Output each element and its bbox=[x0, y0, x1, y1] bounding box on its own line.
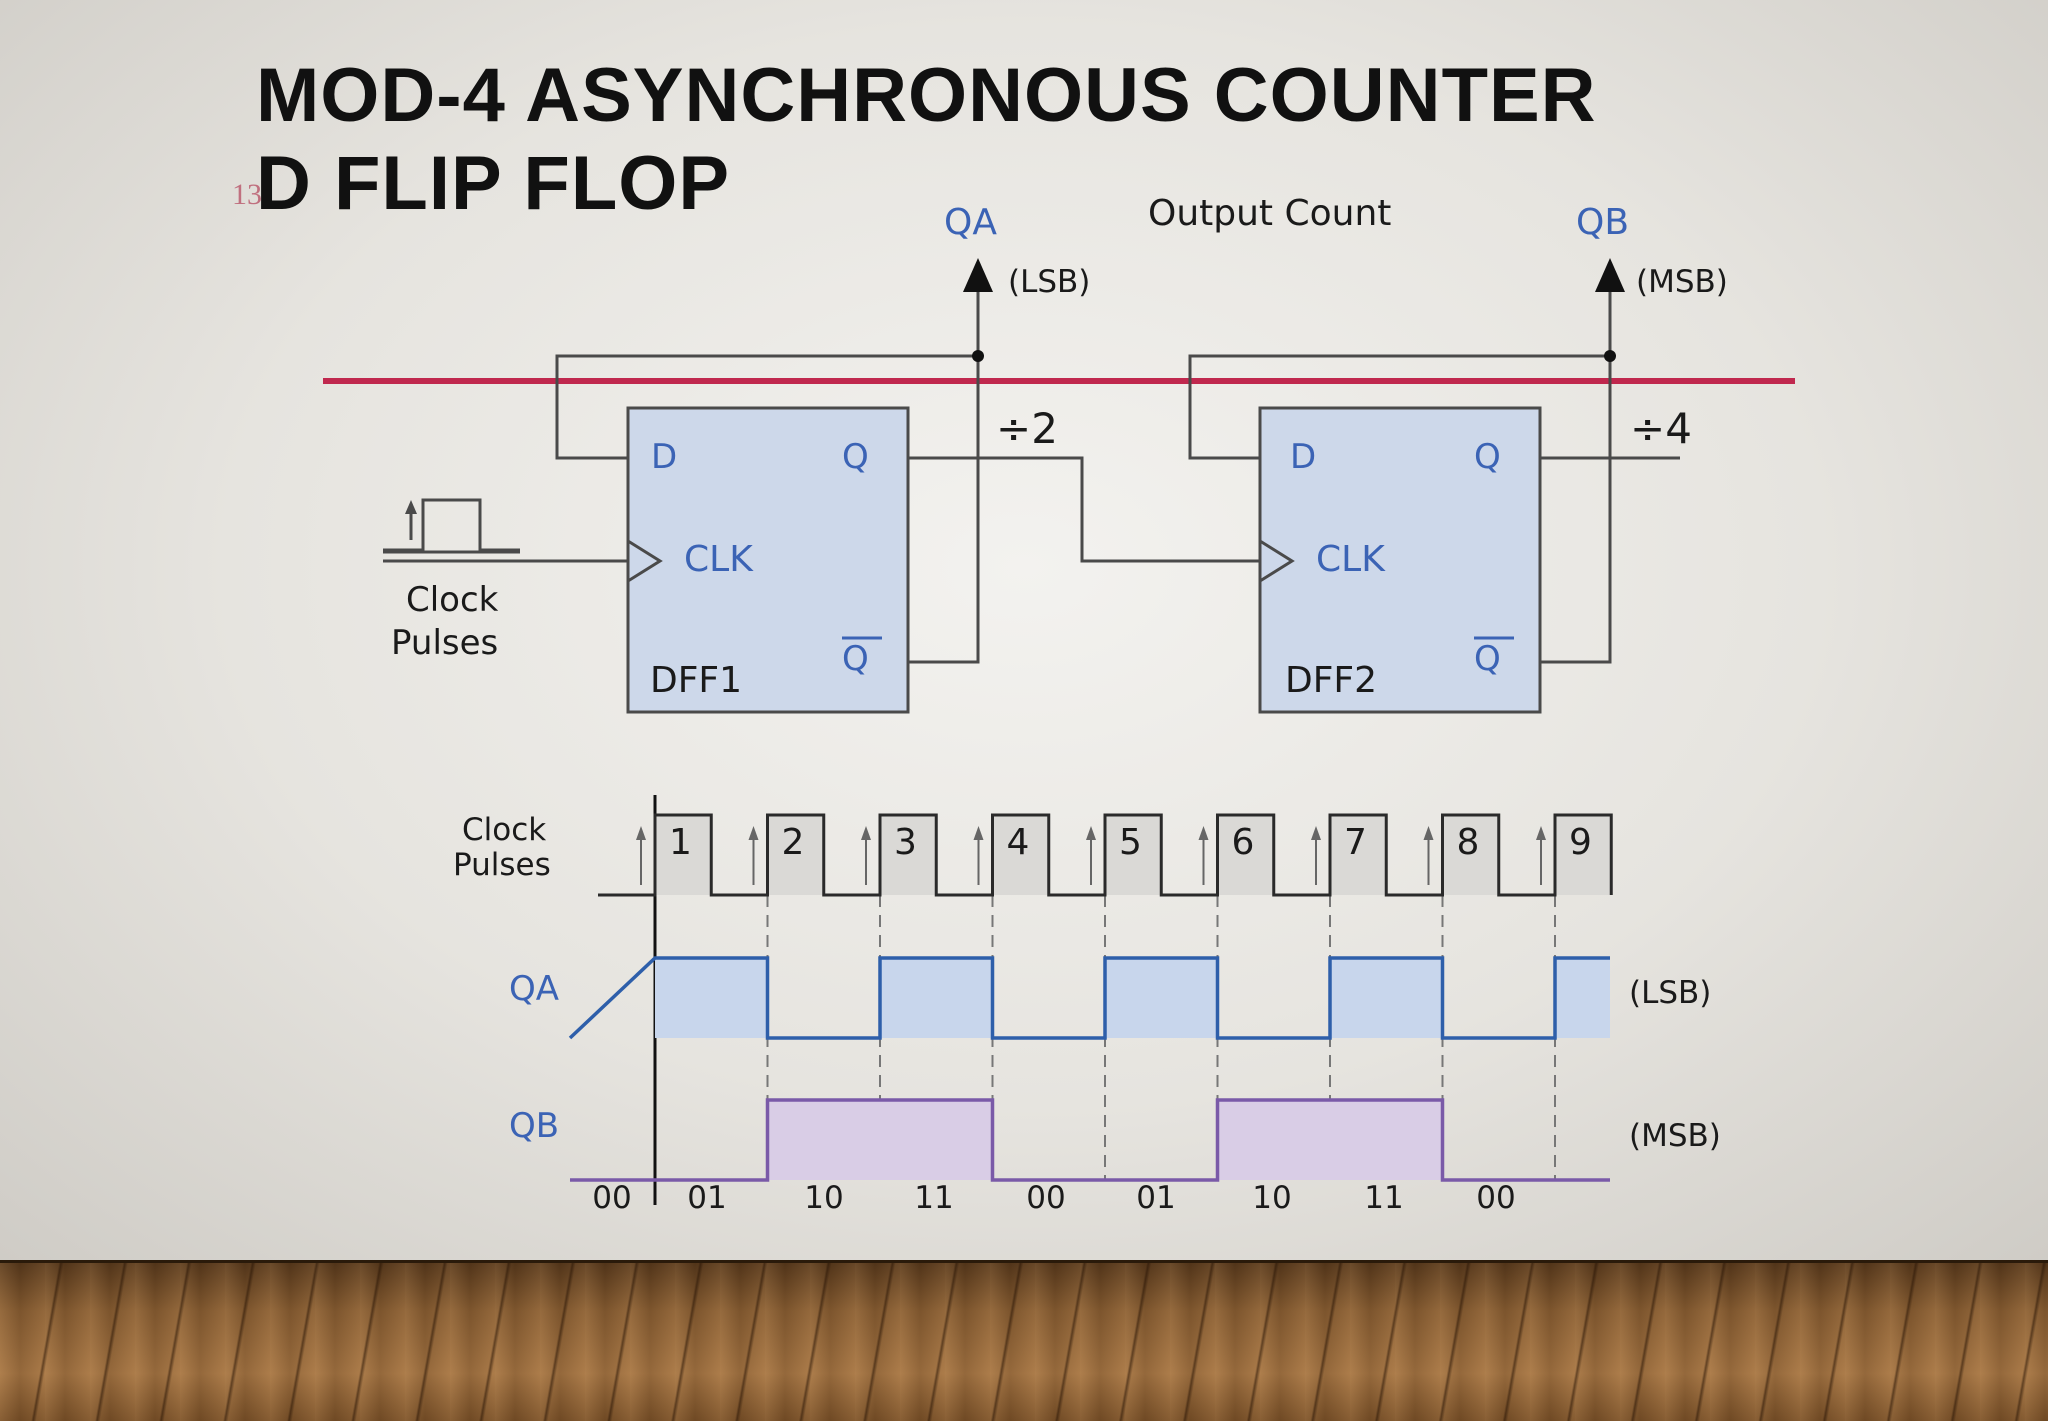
qa-output-arrow-icon bbox=[963, 258, 993, 292]
qb-output-label: QB bbox=[1576, 202, 1629, 243]
clock-pulse-number: 8 bbox=[1457, 822, 1480, 863]
clock-pulse-number: 1 bbox=[669, 822, 692, 863]
qa-junction-dot bbox=[972, 350, 984, 362]
dff1-qbar-pin: Q bbox=[842, 639, 869, 679]
timing-clock-label: Clock bbox=[462, 812, 546, 848]
slide-title-line2: D FLIP FLOP bbox=[256, 141, 731, 226]
clock-pulse-fill bbox=[1555, 815, 1612, 895]
qb-high-fill bbox=[1217, 1100, 1330, 1180]
clock-pulse-fill bbox=[655, 815, 712, 895]
qb-high-fill bbox=[880, 1100, 993, 1180]
clock-pulse-fill bbox=[992, 815, 1049, 895]
dff1-box bbox=[626, 406, 910, 714]
count-value: 10 bbox=[804, 1180, 843, 1216]
clock-edge-arrowhead-icon bbox=[636, 826, 646, 840]
clock-pulse-number: 6 bbox=[1232, 822, 1255, 863]
dff1-clk-triangle-icon bbox=[627, 539, 663, 583]
qa-lsb-label: (LSB) bbox=[1008, 264, 1090, 300]
divide-by-2-label: ÷2 bbox=[996, 404, 1058, 453]
count-value: 01 bbox=[687, 1180, 726, 1216]
count-value: 10 bbox=[1252, 1180, 1291, 1216]
circuit-pulses-label: Pulses bbox=[391, 623, 498, 663]
clock-edge-arrowhead-icon bbox=[1423, 826, 1434, 840]
clock-pulse-number: 9 bbox=[1569, 822, 1592, 863]
dff1-clk-pin: CLK bbox=[684, 539, 754, 580]
clock-pulse-fill bbox=[1330, 815, 1387, 895]
qa-high-fill bbox=[1105, 958, 1218, 1038]
timing-qa-label: QA bbox=[509, 969, 559, 1009]
clock-pulse-fill bbox=[767, 815, 824, 895]
dff2-box bbox=[1258, 406, 1542, 714]
clock-edge-arrowhead-icon bbox=[1198, 826, 1209, 840]
qa-high-fill bbox=[1555, 958, 1610, 1038]
count-value: 11 bbox=[914, 1180, 953, 1216]
dff2-q-pin: Q bbox=[1474, 437, 1501, 477]
timing-msb-label: (MSB) bbox=[1629, 1118, 1721, 1154]
dff1-d-pin: D bbox=[651, 437, 677, 477]
timing-qb-label: QB bbox=[509, 1106, 559, 1146]
clock-edge-arrowhead-icon bbox=[861, 826, 871, 840]
qb-high-fill bbox=[1330, 1100, 1443, 1180]
count-value: 00 bbox=[592, 1180, 631, 1216]
clock-edge-arrowhead-icon bbox=[973, 826, 984, 840]
slide-number: 13 bbox=[232, 178, 262, 211]
qb-high-fill bbox=[767, 1100, 880, 1180]
dff2-d-pin: D bbox=[1290, 437, 1316, 477]
qa-high-fill bbox=[1330, 958, 1443, 1038]
count-value: 00 bbox=[1476, 1180, 1515, 1216]
dff2-clk-triangle-icon bbox=[1259, 539, 1295, 583]
output-count-label: Output Count bbox=[1148, 193, 1391, 234]
qb-msb-label: (MSB) bbox=[1636, 264, 1728, 300]
clock-pulse-fill bbox=[1442, 815, 1499, 895]
qa-high-fill bbox=[655, 958, 768, 1038]
dff2-name: DFF2 bbox=[1285, 660, 1377, 701]
count-value: 11 bbox=[1364, 1180, 1403, 1216]
clock-pulse-fill bbox=[1217, 815, 1274, 895]
clock-edge-arrowhead-icon bbox=[748, 826, 759, 840]
dff2-clk-pin: CLK bbox=[1316, 539, 1386, 580]
count-value: 01 bbox=[1136, 1180, 1175, 1216]
clock-pulse-number: 2 bbox=[782, 822, 805, 863]
qa-high-fill bbox=[880, 958, 993, 1038]
clock-pulse-number: 7 bbox=[1344, 822, 1367, 863]
clock-pulse-number: 4 bbox=[1007, 822, 1030, 863]
clock-waveform bbox=[598, 813, 1613, 897]
qb-waveform bbox=[570, 1098, 1610, 1182]
clock-edge-arrowhead-icon bbox=[1536, 826, 1546, 840]
clock-pulse-fill bbox=[1105, 815, 1162, 895]
clock-input-arrow bbox=[405, 500, 417, 514]
qa-waveform bbox=[568, 956, 1610, 1040]
clock-edge-arrowhead-icon bbox=[1311, 826, 1321, 840]
circuit-clock-label: Clock bbox=[406, 580, 499, 620]
qb-junction-dot bbox=[1604, 350, 1616, 362]
clock-pulse-number: 3 bbox=[894, 822, 917, 863]
timing-waveforms: 1 2 3 4 5 6 7 8 9 00 01 10 11 00 01 10 11 00 bbox=[568, 813, 1613, 1216]
clock-edge-arrowhead-icon bbox=[1086, 826, 1096, 840]
timing-pulses-label: Pulses bbox=[453, 847, 551, 883]
qb-output-arrow-icon bbox=[1595, 258, 1625, 292]
timing-lsb-label: (LSB) bbox=[1629, 975, 1711, 1011]
ff1-wiring bbox=[383, 290, 1680, 664]
dff1-name: DFF1 bbox=[650, 660, 742, 701]
dff2-qbar-pin: Q bbox=[1474, 639, 1501, 679]
clock-pulse-number: 5 bbox=[1119, 822, 1142, 863]
count-value: 00 bbox=[1026, 1180, 1065, 1216]
clock-pulse-fill bbox=[880, 815, 937, 895]
divide-by-4-label: ÷4 bbox=[1630, 404, 1692, 453]
wood-floor bbox=[0, 1260, 2048, 1421]
slide-title-line1: MOD-4 ASYNCHRONOUS COUNTER bbox=[256, 53, 1597, 138]
counter-diagram: Output Count QA (LSB) QB (MSB) ÷2 ÷4 Clo… bbox=[323, 193, 1795, 1216]
qa-output-label: QA bbox=[944, 202, 997, 243]
dff1-q-pin: Q bbox=[842, 437, 869, 477]
slide-background bbox=[0, 0, 2048, 1260]
